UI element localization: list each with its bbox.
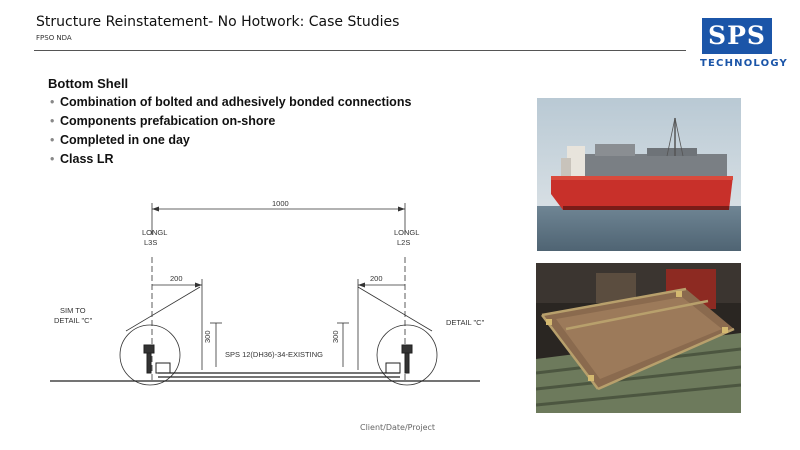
left-detail-circle <box>119 324 181 386</box>
logo-tagline: TECHNOLOGY <box>700 58 788 69</box>
bullet-item: Components prefabication on-shore <box>50 114 275 128</box>
left-detail-label-2: DETAIL "C" <box>54 316 93 325</box>
page-subtitle: FPSO NDA <box>36 34 72 42</box>
right-detail-label: DETAIL "C" <box>446 318 485 327</box>
accommodation-block <box>567 146 585 176</box>
table-slot <box>536 383 741 407</box>
clamp <box>588 375 594 381</box>
left-detail-label-1: SIM TO <box>60 306 86 315</box>
red-hull <box>551 176 733 210</box>
right-longl-id: L2S <box>397 238 410 247</box>
clamp <box>676 291 682 297</box>
span-arrow-left <box>152 206 159 212</box>
left-longl-id: L3S <box>144 238 157 247</box>
left-offset-label: 200 <box>170 274 183 283</box>
hull-deck-edge <box>551 176 733 180</box>
footer-text: Client/Date/Project <box>360 423 436 432</box>
panel-inner-bar <box>565 299 709 331</box>
flare-tower-brace <box>666 117 676 157</box>
plate-label: SPS 12(DH36)-34-EXISTING <box>225 350 323 359</box>
span-arrow-right <box>398 206 405 212</box>
flare-tower-brace <box>674 117 684 157</box>
panel-edge-bar <box>597 327 735 391</box>
workshop-panel-photo <box>536 263 741 413</box>
sps-logo: SPS <box>702 18 772 54</box>
left-offset-arrow <box>195 282 202 288</box>
right-detail-circle <box>376 324 438 386</box>
left-longl-label: LONGL <box>142 228 167 237</box>
table-slot <box>536 365 741 391</box>
page-title: Structure Reinstatement- No Hotwork: Cas… <box>36 14 400 30</box>
left-bracket <box>155 362 171 374</box>
content-block: Bottom Shell Combination of bolted and a… <box>48 76 411 166</box>
left-bolt-head <box>143 344 155 354</box>
title-divider <box>34 50 686 51</box>
section-heading: Bottom Shell <box>48 76 129 91</box>
right-longl-label: LONGL <box>394 228 419 237</box>
bullet-item: Combination of bolted and adhesively bon… <box>50 95 411 109</box>
fpso-vessel-photo <box>537 98 741 251</box>
left-bolt-shank <box>146 352 152 374</box>
right-offset-label: 200 <box>370 274 383 283</box>
topside-modules <box>577 154 727 176</box>
right-bracket <box>385 362 401 374</box>
accommodation-block <box>561 158 571 176</box>
span-label: 1000 <box>272 199 289 208</box>
right-bolt-head <box>401 344 413 354</box>
right-height-label: 300 <box>331 330 340 343</box>
left-height-label: 300 <box>203 330 212 343</box>
right-offset-arrow <box>358 282 365 288</box>
topside-module <box>647 148 697 156</box>
hull-waterline <box>563 206 729 210</box>
left-leader-line <box>125 286 201 332</box>
sea-area <box>537 206 741 251</box>
bullet-item: Completed in one day <box>50 133 190 147</box>
clamp <box>546 319 552 325</box>
topside-module <box>595 144 635 156</box>
panel-edge-bar <box>541 287 687 317</box>
bullet-item: Class LR <box>50 152 113 166</box>
panel-surface <box>556 297 722 379</box>
clamp <box>722 327 728 333</box>
technical-drawing: 1000 LONGL L3S LONGL L2S 200 200 300 300… <box>50 199 485 386</box>
right-leader-line <box>357 286 433 332</box>
right-bolt-shank <box>404 352 410 374</box>
